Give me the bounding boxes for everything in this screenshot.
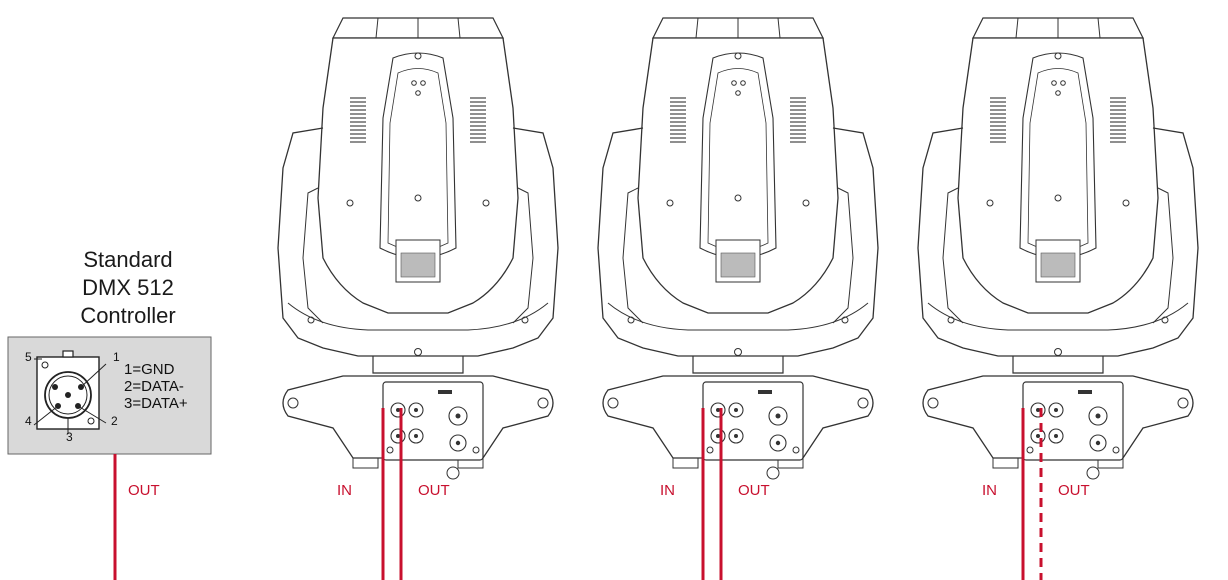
pin-legend-data-minus: 2=DATA- — [124, 378, 184, 395]
controller-title-line-3: Controller — [80, 303, 176, 328]
fixture-2-out-label: OUT — [738, 482, 770, 499]
controller-title-line-2: DMX 512 — [82, 275, 174, 300]
moving-head-fixture-3 — [917, 17, 1199, 480]
controller-title-line-1: Standard — [83, 247, 173, 272]
fixture-2-in-label: IN — [660, 482, 675, 499]
dmx-cables — [113, 408, 1043, 580]
pin-number-3: 3 — [66, 430, 73, 444]
pin-number-5: 5 — [25, 350, 32, 364]
pin-legend-data-plus: 3=DATA+ — [124, 395, 188, 412]
pin-number-2: 2 — [111, 414, 118, 428]
pin-legend-gnd: 1=GND — [124, 361, 175, 378]
moving-head-fixture-2 — [597, 17, 879, 480]
pin-number-1: 1 — [113, 350, 120, 364]
xlr-connector-icon — [33, 350, 107, 434]
fixture-1-out-label: OUT — [418, 482, 450, 499]
pin-number-4: 4 — [25, 414, 32, 428]
fixture-3-in-label: IN — [982, 482, 997, 499]
controller-out-label: OUT — [128, 482, 160, 499]
moving-head-fixture-1 — [277, 17, 559, 480]
fixture-3-out-label: OUT — [1058, 482, 1090, 499]
fixture-1-in-label: IN — [337, 482, 352, 499]
